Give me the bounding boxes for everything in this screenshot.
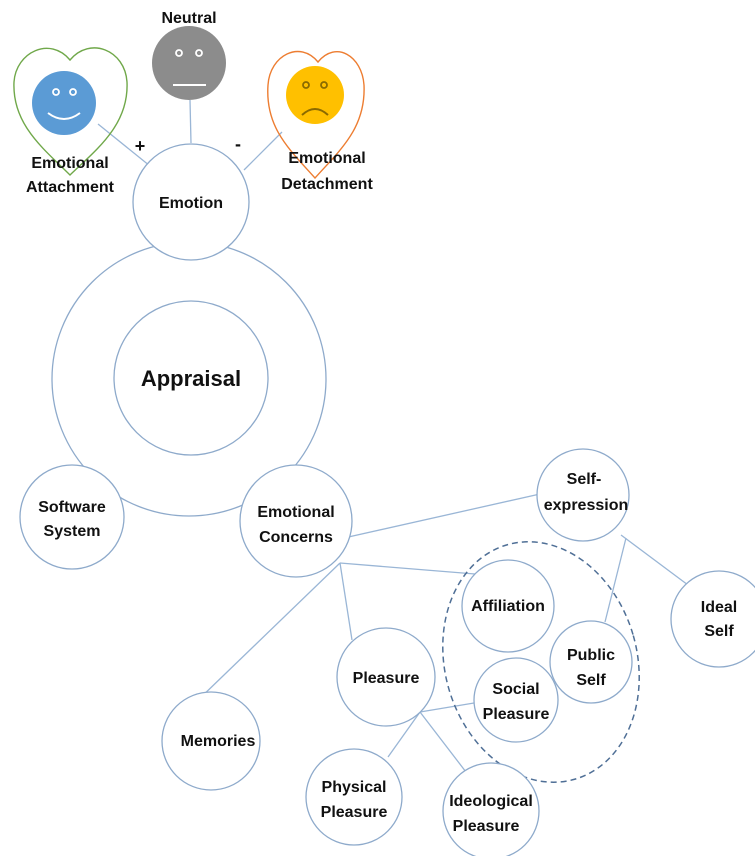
physical-pleasure-label-line1: Physical [322,779,387,796]
ideal-self-label-line2: Self [704,623,734,640]
edge-pleasure-social [419,702,475,713]
ideal-self-node [670,570,755,668]
neutral-face-icon [152,26,226,100]
software-system-label-line2: System [44,523,101,540]
edge-pleasure-ideological [419,711,467,773]
edge-concerns-selfexpression [334,493,541,541]
emotional-concerns-label-line1: Emotional [257,504,334,521]
happy-face-icon [32,71,96,135]
social-pleasure-node [473,657,559,743]
self-expression-label-line2: expression [544,497,628,514]
attachment-heart-icon [13,47,128,176]
pleasure-node [336,627,436,727]
edge-detachment-emotion [243,131,283,171]
edge-pleasure-physical [387,711,421,758]
self-expression-label-line1: Self- [567,471,602,488]
edge-neutral-emotion [189,99,192,144]
memories-node [161,691,261,791]
edge-concerns-affiliation [339,562,476,575]
ideal-self-label-line1: Ideal [701,599,737,616]
emotion-node [132,143,250,261]
pleasure-label: Pleasure [353,670,420,687]
public-self-label-line1: Public [567,647,615,664]
physical-pleasure-node [305,748,403,846]
public-self-node [549,620,633,704]
social-pleasure-label-line2: Pleasure [483,706,550,723]
attachment-label-line2: Attachment [26,179,115,196]
social-group-outline [442,541,640,783]
appraisal-node [113,300,269,456]
emotion-label: Emotion [159,195,223,212]
appraisal-label: Appraisal [141,366,241,391]
affiliation-label: Affiliation [471,598,545,615]
ideological-pleasure-label-line2: Pleasure [453,818,520,835]
edge-selfexpression-idealself [620,534,689,586]
self-expression-node [536,448,630,542]
software-system-label-line1: Software [38,499,106,516]
edge-concerns-memories [194,562,341,704]
physical-pleasure-label-line2: Pleasure [321,804,388,821]
affiliation-node [461,559,555,653]
memories-label: Memories [181,733,256,750]
social-pleasure-label-line1: Social [492,681,539,698]
emotional-concerns-label-line2: Concerns [259,529,333,546]
emotional-concerns-node [239,464,353,578]
detachment-heart-icon [267,50,365,180]
sad-face-icon [286,66,344,124]
attachment-label-line1: Emotional [31,155,108,172]
ideological-pleasure-node [442,762,540,856]
edge-selfexpression-publicself [604,537,627,623]
software-system-node [19,464,125,570]
detachment-label-line1: Emotional [288,150,365,167]
neutral-label: Neutral [161,10,216,27]
negative-sign: - [235,134,241,154]
ideological-pleasure-label-line1: Ideological [449,793,533,810]
public-self-label-line2: Self [576,672,606,689]
edge-attachment-emotion [97,123,151,167]
positive-sign: + [135,136,146,156]
detachment-label-line2: Detachment [281,176,373,193]
edge-concerns-pleasure [339,562,353,641]
